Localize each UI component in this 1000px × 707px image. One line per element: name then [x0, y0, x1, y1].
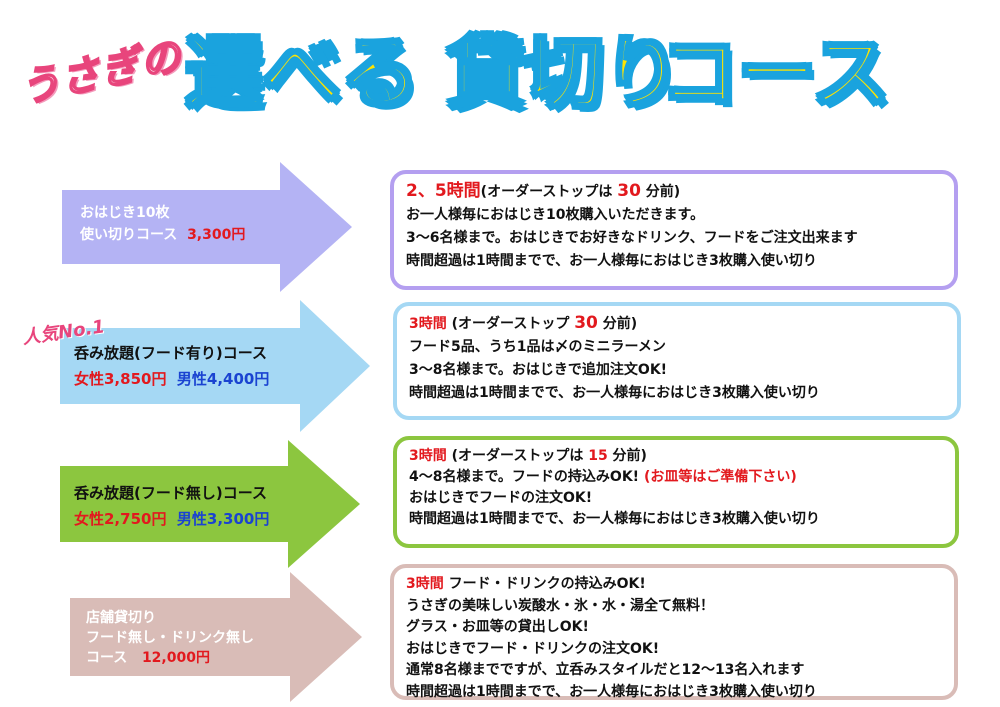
course-name-line2: 使い切りコース: [80, 227, 178, 243]
stop-pre: (オーダーストップは: [480, 184, 618, 200]
info-line: うさぎの美味しい炭酸水・氷・水・湯全て無料！: [406, 597, 714, 614]
duration: 2、5時間: [406, 181, 481, 201]
stop-minutes: 30: [574, 313, 598, 333]
stop-minutes: 15: [588, 448, 608, 464]
stop-post: 分前): [597, 316, 638, 332]
duration: 3時間: [409, 316, 447, 332]
info-line: 時間超過は1時間までで、お一人様毎におはじき3枚購入使い切り: [406, 683, 817, 700]
price-female: 女性2,750円: [74, 510, 167, 528]
course-name: 呑み放題(フード無し)コース: [74, 484, 267, 502]
info-box-nomihoudai-food: 3時間 (オーダーストップ 30 分前) フード5品、うち1品は〆のミニラーメン…: [393, 302, 961, 420]
info-line: フード5品、うち1品は〆のミニラーメン: [409, 339, 666, 355]
info-line: 3～6名様まで。おはじきでお好きなドリンク、フードをご注文出来ます: [406, 230, 858, 246]
info-line: グラス・お皿等の貸出しOK!: [406, 619, 589, 635]
stop-post: 分前): [640, 184, 681, 200]
info-box-nomihoudai-nofood: 3時間 (オーダーストップは 15 分前) 4～8名様まで。フードの持込みOK!…: [393, 436, 959, 548]
price-male: 男性3,300円: [176, 510, 270, 528]
info-line: 4～8名様まで。フードの持込みOK!: [409, 469, 644, 485]
arrow-shape: [60, 300, 370, 432]
usagi-no-text: うさぎの: [15, 32, 187, 113]
price-female: 女性3,850円: [74, 370, 167, 388]
info-line: お一人様毎におはじき10枚購入いただきます。: [406, 207, 705, 223]
stop-pre: (オーダーストップ: [446, 316, 575, 332]
title-erabe: 選べる: [183, 29, 420, 119]
info-line: フード・ドリンクの持込みOK!: [443, 576, 646, 592]
title-kashikiri: 貸切り: [445, 29, 682, 119]
stop-pre: (オーダーストップは: [446, 448, 589, 464]
course-price: 3,300円: [187, 227, 246, 243]
arrow-shape: [60, 440, 360, 568]
course-name-line3: コース: [86, 650, 128, 666]
info-line: 3～8名様まで。おはじきで追加注文OK!: [409, 362, 668, 378]
course-arrow-ohajiki: おはじき10枚 使い切りコース 3,300円: [62, 162, 352, 292]
info-line: 通常8名様までですが、立呑みスタイルだと12～13名入れます: [406, 662, 805, 678]
stop-minutes: 30: [617, 181, 641, 201]
info-box-ohajiki: 2、5時間(オーダーストップは 30 分前) お一人様毎におはじき10枚購入いた…: [390, 170, 958, 290]
arrow-shape: [70, 572, 362, 702]
course-name-line2: フード無し・ドリンク無し: [86, 630, 254, 646]
duration: 3時間: [406, 576, 444, 592]
course-arrow-nomihoudai-food: 呑み放題(フード有り)コース 女性3,850円 男性4,400円: [60, 300, 370, 432]
arrow-shape: [62, 162, 352, 292]
course-arrow-nomihoudai-nofood: 呑み放題(フード無し)コース 女性2,750円 男性3,300円: [60, 440, 360, 568]
duration: 3時間: [409, 448, 447, 464]
course-arrow-store-rental: 店舗貸切り フード無し・ドリンク無し コース 12,000円: [70, 572, 362, 702]
info-line: 時間超過は1時間までで、お一人様毎におはじき3枚購入使い切り: [409, 385, 820, 401]
course-price: 12,000円: [141, 650, 210, 666]
info-line: おはじきでフードの注文OK!: [409, 490, 593, 506]
plate-notice: (お皿等はご準備下さい): [643, 469, 797, 485]
stop-post: 分前): [607, 448, 647, 464]
info-box-store-rental: 3時間 フード・ドリンクの持込みOK! うさぎの美味しい炭酸水・氷・水・湯全て無…: [390, 564, 958, 700]
price-male: 男性4,400円: [176, 370, 270, 388]
course-name-line1: おはじき10枚: [80, 205, 170, 221]
info-line: おはじきでフード・ドリンクの注文OK!: [406, 640, 660, 657]
info-line: 時間超過は1時間までで、お一人様毎におはじき3枚購入使い切り: [409, 511, 820, 527]
course-name-line1: 店舗貸切り: [86, 610, 156, 626]
info-line: 時間超過は1時間までで、お一人様毎におはじき3枚購入使い切り: [406, 253, 817, 269]
title-course: コース: [658, 29, 891, 119]
course-name: 呑み放題(フード有り)コース: [74, 344, 267, 362]
